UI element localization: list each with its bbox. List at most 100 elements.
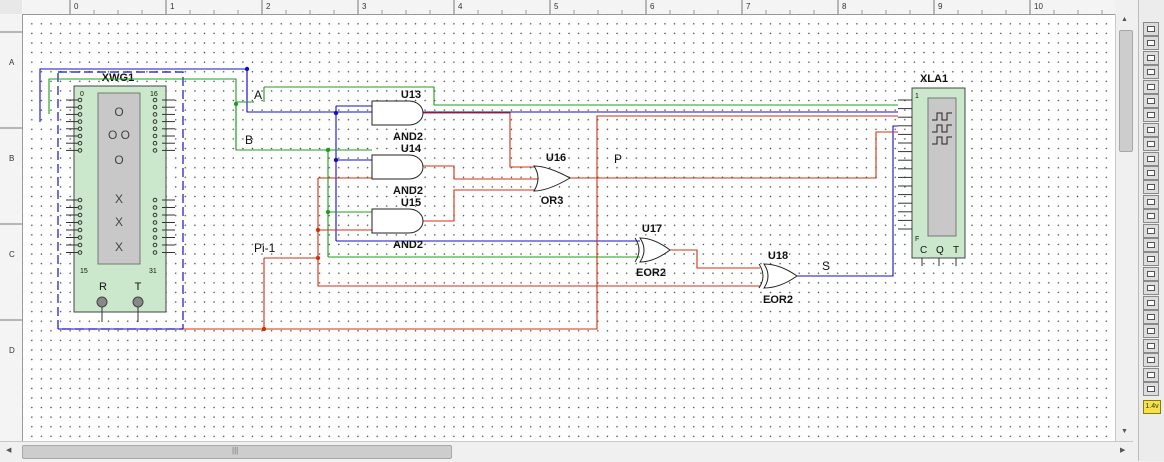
and-gate-u15-shape bbox=[371, 208, 424, 234]
logic-analyzer[interactable]: XLA1 1 F C Q T bbox=[898, 73, 966, 266]
wire-junction bbox=[261, 326, 267, 332]
gate-u13-ref: U13 bbox=[401, 89, 421, 101]
analyzer-pin-1: 1 bbox=[915, 93, 919, 100]
gate-u14-ref: U14 bbox=[401, 143, 422, 155]
xwg-left-pin-end bbox=[77, 97, 83, 103]
pin-label-15: 15 bbox=[80, 268, 88, 275]
ruler-top-label: 5 bbox=[554, 2, 559, 11]
instrument-tool-icon[interactable] bbox=[1143, 65, 1159, 80]
pin-label-0: 0 bbox=[80, 91, 84, 98]
pin-label-16: 16 bbox=[150, 91, 158, 98]
scroll-right-icon[interactable]: ▶ bbox=[1120, 447, 1126, 454]
net-label-a: A bbox=[254, 88, 262, 102]
instrument-tool-icon[interactable] bbox=[1143, 382, 1159, 396]
terminal-r-knob[interactable] bbox=[96, 296, 108, 308]
instrument-tool-icon[interactable] bbox=[1143, 122, 1159, 137]
xwg-right-pin-end bbox=[152, 220, 158, 225]
gate-u14[interactable]: U14 AND2 bbox=[371, 143, 424, 197]
gate-u15-type: AND2 bbox=[393, 239, 423, 251]
analyzer-pin-f: F bbox=[915, 236, 919, 243]
gate-u16-ref: U16 bbox=[546, 152, 566, 164]
ruler-top-label: 10 bbox=[1034, 2, 1043, 11]
instrument-tool-icon[interactable] bbox=[1143, 310, 1159, 324]
net-label-s: S bbox=[822, 259, 830, 273]
vertical-scroll-thumb[interactable] bbox=[1119, 30, 1133, 152]
xor-gate-u17-shape bbox=[639, 237, 671, 263]
instrument-tool-icon[interactable] bbox=[1143, 166, 1159, 180]
gate-u18-type: EOR2 bbox=[763, 294, 793, 306]
instrument-tool-icon[interactable] bbox=[1143, 94, 1159, 108]
ruler-left-label: D bbox=[9, 346, 15, 355]
wires-green[interactable] bbox=[48, 78, 898, 258]
instrument-tool-icon[interactable] bbox=[1143, 194, 1159, 209]
word-generator-pins bbox=[66, 97, 175, 255]
instrument-tool-icon[interactable] bbox=[1143, 151, 1159, 166]
instrument-tool-icon[interactable] bbox=[1143, 79, 1159, 94]
vertical-scrollbar[interactable]: ▲ ▼ bbox=[1115, 14, 1134, 441]
gate-u17-ref: U17 bbox=[642, 223, 662, 235]
instrument-tool-icon[interactable] bbox=[1143, 353, 1159, 368]
ruler-corner bbox=[0, 0, 23, 15]
horizontal-scrollbar[interactable]: ◀ ||| ▶ bbox=[0, 441, 1133, 462]
instrument-tool-icon[interactable] bbox=[1143, 137, 1159, 152]
instrument-tool-icon[interactable] bbox=[1143, 338, 1159, 353]
ruler-top-label: 8 bbox=[842, 2, 847, 11]
xwg-right-pin-end bbox=[152, 197, 158, 203]
instrument-tool-icon[interactable] bbox=[1143, 223, 1159, 238]
gate-u18[interactable]: U18 EOR2 bbox=[758, 250, 852, 306]
instrument-tool-icon[interactable] bbox=[1143, 209, 1159, 224]
scroll-up-icon[interactable]: ▲ bbox=[1121, 16, 1128, 23]
gate-u15[interactable]: U15 AND2 bbox=[371, 197, 424, 251]
xwg-right-pin-end bbox=[152, 212, 158, 218]
scroll-left-icon[interactable]: ◀ bbox=[6, 447, 12, 454]
terminal-t-knob[interactable] bbox=[132, 296, 144, 308]
instrument-tool-icon[interactable] bbox=[1143, 281, 1159, 296]
instrument-tool-icon[interactable] bbox=[1143, 367, 1159, 382]
scroll-down-icon[interactable]: ▼ bbox=[1121, 428, 1128, 435]
xwg-left-pin-end bbox=[77, 126, 83, 132]
schematic-svg[interactable]: XWG1 0 16 15 31 O O O O X X X R T XLA1 1… bbox=[23, 15, 1115, 441]
display-row-4: X bbox=[115, 192, 123, 206]
logic-analyzer-display bbox=[927, 97, 957, 237]
instrument-tool-icon[interactable] bbox=[1143, 238, 1159, 252]
word-generator[interactable]: XWG1 0 16 15 31 O O O O X X X R T bbox=[66, 72, 175, 322]
instrument-tool-icon[interactable] bbox=[1143, 36, 1159, 51]
instrument-tool-icon[interactable] bbox=[1143, 252, 1159, 267]
xwg-left-pin-end bbox=[77, 197, 83, 203]
gate-u17[interactable]: U17 EOR2 bbox=[634, 223, 671, 279]
xwg-left-pin-end bbox=[77, 205, 83, 210]
wire-junction bbox=[315, 255, 321, 261]
instrument-tool-icon[interactable] bbox=[1143, 22, 1159, 36]
instrument-tool-icon[interactable] bbox=[1143, 50, 1159, 65]
xwg-right-pin-end bbox=[152, 126, 158, 132]
xwg-right-pin-end bbox=[152, 250, 158, 255]
instrument-tool-icon[interactable] bbox=[1143, 108, 1159, 123]
wires-blue[interactable] bbox=[39, 68, 898, 330]
zoom-badge[interactable]: 1.4v bbox=[1143, 400, 1161, 414]
instrument-tool-icon[interactable] bbox=[1143, 266, 1159, 281]
ruler-top-label: 7 bbox=[746, 2, 751, 11]
scroll-grip-icon: ||| bbox=[232, 446, 239, 455]
wire-junction bbox=[233, 101, 239, 107]
instrument-tool-icon[interactable] bbox=[1143, 324, 1159, 339]
xwg-left-pin-end bbox=[77, 148, 83, 153]
wire-junction bbox=[325, 147, 331, 153]
junction-dots bbox=[233, 66, 339, 332]
gate-u13[interactable]: U13 AND2 bbox=[371, 89, 424, 143]
display-row-5: X bbox=[115, 215, 123, 229]
instrument-tool-icon[interactable] bbox=[1143, 180, 1159, 195]
gate-u15-ref: U15 bbox=[401, 197, 421, 209]
xwg-right-pin-end bbox=[152, 227, 158, 233]
pulse-icon-3 bbox=[932, 136, 952, 145]
horizontal-scroll-thumb[interactable] bbox=[22, 445, 452, 459]
gate-u13-type: AND2 bbox=[393, 131, 423, 143]
and-gate-u14-shape bbox=[371, 154, 424, 180]
schematic-canvas[interactable]: XWG1 0 16 15 31 O O O O X X X R T XLA1 1… bbox=[23, 15, 1115, 441]
instrument-tool-icon[interactable] bbox=[1143, 295, 1159, 310]
gate-u16[interactable]: U16 OR3 bbox=[533, 152, 572, 207]
gate-u14-type: AND2 bbox=[393, 185, 423, 197]
or-gate-u16-shape bbox=[533, 165, 572, 192]
xor-gate-u18-bar bbox=[758, 263, 764, 289]
